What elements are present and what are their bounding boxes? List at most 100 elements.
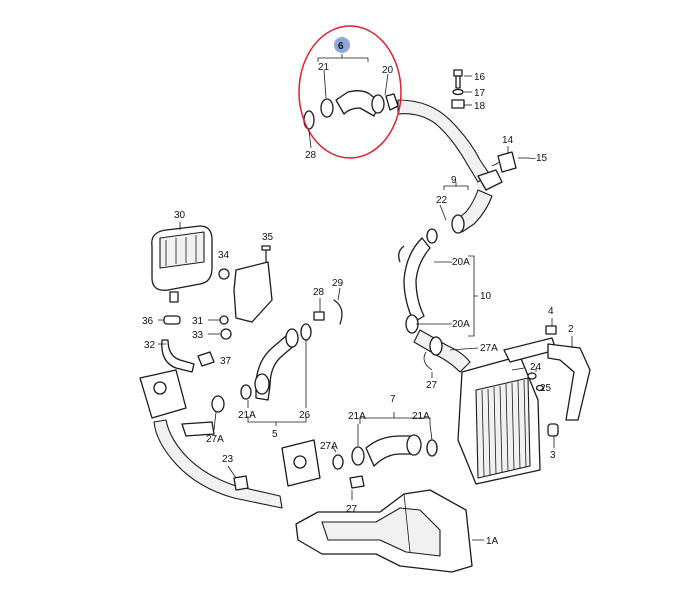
label-26: 26 [299, 410, 311, 421]
label-30: 30 [174, 210, 186, 221]
label-20: 20 [382, 65, 394, 76]
hose-7-end [406, 434, 422, 456]
bolt-16-shaft [455, 75, 461, 89]
label-10: 10 [480, 291, 492, 302]
label-35: 35 [262, 232, 274, 243]
hose-10 [403, 237, 431, 323]
mount-bracket [233, 261, 273, 323]
ring-20 [371, 94, 385, 114]
leader-28-top [308, 129, 312, 149]
intercooler-fins [481, 379, 527, 477]
ring-21a-m1 [351, 446, 365, 466]
clamp-27a-m [332, 454, 344, 470]
hose-assembly-10 [398, 189, 493, 373]
bracket-5 [247, 416, 307, 426]
label-18: 18 [474, 101, 486, 112]
ring-21-top [320, 98, 334, 118]
label-20A-b: 20A [452, 319, 470, 330]
ring-22 [451, 214, 465, 234]
label-14: 14 [502, 135, 514, 146]
bolt-25 [535, 384, 545, 392]
leader-20 [384, 73, 389, 96]
washer-31 [219, 315, 229, 325]
highlight-circle [298, 25, 402, 159]
label-27-m: 27 [346, 504, 358, 515]
bolt-24 [527, 372, 537, 380]
pipe-23 [139, 369, 321, 509]
clamp-20 [385, 93, 399, 111]
hose-assembly-5 [211, 299, 343, 413]
leader-21-top [323, 69, 327, 99]
hose-5-top [285, 328, 299, 348]
fitting-37 [197, 351, 215, 367]
reservoir-top [159, 231, 205, 269]
label-36: 36 [142, 316, 154, 327]
label-23: 23 [222, 454, 234, 465]
clamp-27-m [349, 475, 365, 489]
bracket-4-2 [535, 318, 591, 448]
label-1A: 1A [486, 536, 499, 547]
dash-15: – [530, 153, 536, 164]
label-27A-l: 27A [206, 434, 224, 445]
hose-32-group [158, 315, 215, 373]
hose-assembly-7 [332, 434, 438, 500]
clamp-28-mid [313, 311, 325, 321]
label-20A-a: 20A [452, 257, 470, 268]
label-27A-r: 27A [480, 343, 498, 354]
label-2: 2 [568, 324, 574, 335]
hose-7 [365, 435, 415, 467]
label-21A-m2: 21A [412, 411, 430, 422]
sensor-14-group [497, 146, 530, 173]
label-5: 5 [272, 429, 278, 440]
bracket-7 [359, 412, 431, 424]
label-21-top: 21 [318, 62, 330, 73]
pipe-upper [397, 99, 491, 183]
bracket-10 [468, 255, 478, 337]
label-29: 29 [332, 278, 344, 289]
bracket-2 [547, 343, 591, 421]
hose-5-end [254, 373, 270, 395]
label-32: 32 [144, 340, 156, 351]
label-15: 15 [536, 153, 548, 164]
ring-26 [300, 323, 312, 341]
washer-17 [452, 88, 464, 96]
intercooler [457, 337, 557, 485]
label-33: 33 [192, 330, 204, 341]
label-24: 24 [530, 362, 542, 373]
grommet-3 [547, 423, 559, 437]
clamp-27a-r [429, 336, 443, 356]
pipe-to-intercooler [413, 329, 471, 373]
label-3: 3 [550, 450, 556, 461]
label-22: 22 [436, 195, 448, 206]
bolt-16-group [451, 69, 472, 109]
nut-18 [451, 99, 465, 109]
clamp-20a-top [426, 228, 438, 244]
duct-inner [321, 507, 441, 557]
clamp-23 [233, 475, 249, 491]
sensor-14 [497, 151, 517, 173]
pipe-23-joint [181, 421, 215, 437]
label-7: 7 [390, 394, 396, 405]
pipe-end-upper [477, 169, 503, 191]
reservoir-outlet [169, 291, 179, 303]
clamp-36 [163, 315, 181, 325]
item-6-badge [334, 37, 350, 53]
label-21A-l: 21A [238, 410, 256, 421]
label-4: 4 [548, 306, 554, 317]
clamp-27a-l [211, 395, 225, 413]
label-27A-m: 27A [320, 441, 338, 452]
ring-21a-m2 [426, 439, 438, 457]
label-25: 25 [540, 383, 552, 394]
pipe-23-body [153, 419, 283, 509]
label-27-r: 27 [426, 380, 438, 391]
label-9: 9 [451, 175, 457, 186]
label-28-mid: 28 [313, 287, 325, 298]
bolt-35 [261, 245, 271, 263]
bracket-9 [443, 182, 469, 190]
label-6: 6 [338, 41, 344, 52]
reservoir-30 [151, 222, 213, 303]
grommet-4 [545, 325, 557, 335]
label-37: 37 [220, 356, 232, 367]
label-16: 16 [474, 72, 486, 83]
